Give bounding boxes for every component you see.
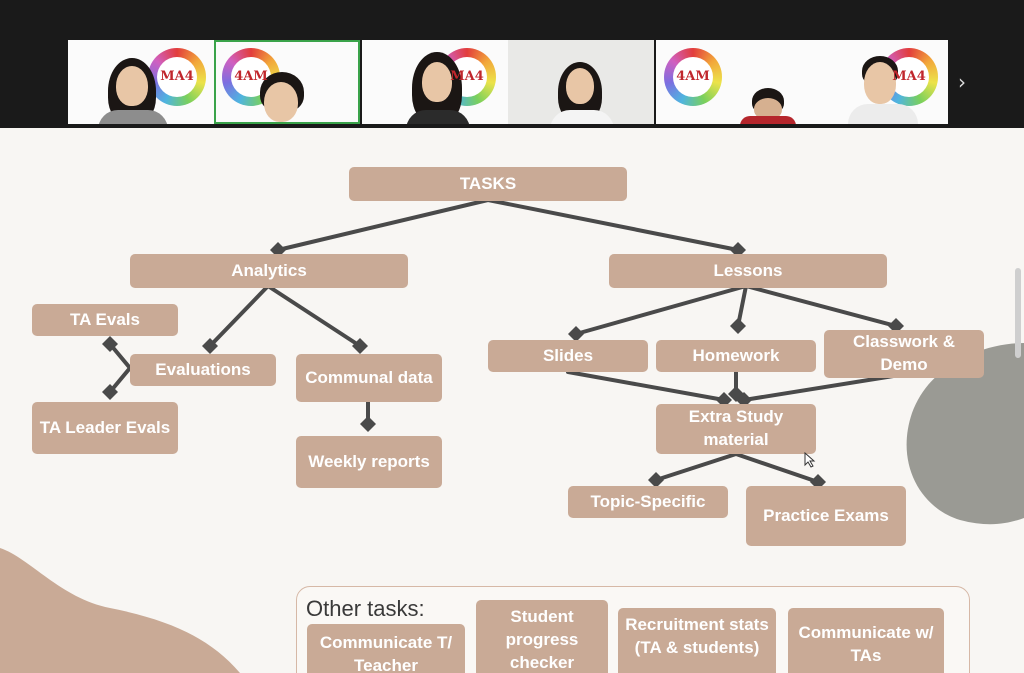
node-extra-study-material: Extra Study material [656, 404, 816, 454]
participant-tile-active[interactable]: 4AM [214, 40, 360, 124]
participant-tile[interactable] [508, 40, 654, 124]
participant-video [846, 40, 926, 124]
shared-slide: TASKS Analytics Lessons TA Evals Evaluat… [0, 128, 1024, 673]
participant-video [254, 40, 334, 124]
node-communicate-tas: Communicate w/ TAs [788, 608, 944, 673]
participant-video [538, 40, 618, 124]
scrollbar[interactable] [1015, 268, 1021, 358]
node-topic-specific: Topic-Specific [568, 486, 728, 518]
node-homework: Homework [656, 340, 816, 372]
participant-tile[interactable]: MA4 [802, 40, 948, 124]
node-slides: Slides [488, 340, 648, 372]
youth4am-logo: 4AM [664, 48, 722, 106]
gray-blob [906, 343, 1024, 525]
node-tasks: TASKS [349, 167, 627, 201]
node-communal-data: Communal data [296, 354, 442, 402]
node-ta-leader-evals: TA Leader Evals [32, 402, 178, 454]
participant-video [402, 40, 482, 124]
participant-tile[interactable]: 4AM [656, 40, 802, 124]
video-gallery: MA4 4AM MA4 4AM [0, 0, 1024, 128]
tan-blob [0, 548, 240, 673]
participant-tile[interactable]: MA4 [362, 40, 508, 124]
node-analytics: Analytics [130, 254, 408, 288]
node-weekly-reports: Weekly reports [296, 436, 442, 488]
logo-text: MA4 [892, 69, 926, 84]
node-ta-evals: TA Evals [32, 304, 178, 336]
node-evaluations: Evaluations [130, 354, 276, 386]
mouse-cursor-icon [804, 452, 816, 468]
participant-tile[interactable]: MA4 [68, 40, 214, 124]
logo-text: 4AM [676, 69, 710, 84]
logo-text: MA4 [160, 69, 194, 84]
youth4am-logo: MA4 [148, 48, 206, 106]
chevron-right-icon[interactable]: › [958, 70, 966, 94]
connector-lines [102, 198, 908, 490]
logo-text: MA4 [450, 69, 484, 84]
node-student-progress-checker: Student progress checker [476, 600, 608, 673]
other-tasks-title: Other tasks: [306, 596, 425, 621]
decorative-blobs [0, 343, 1024, 673]
node-communicate-teacher: Communicate T/ Teacher [307, 624, 465, 673]
participant-video [738, 40, 798, 124]
participant-video [98, 40, 178, 124]
logo-text: 4AM [234, 69, 268, 84]
node-practice-exams: Practice Exams [746, 486, 906, 546]
node-classwork-demo: Classwork & Demo [824, 330, 984, 378]
node-recruitment-stats: Recruitment stats (TA & students) [618, 608, 776, 673]
node-lessons: Lessons [609, 254, 887, 288]
